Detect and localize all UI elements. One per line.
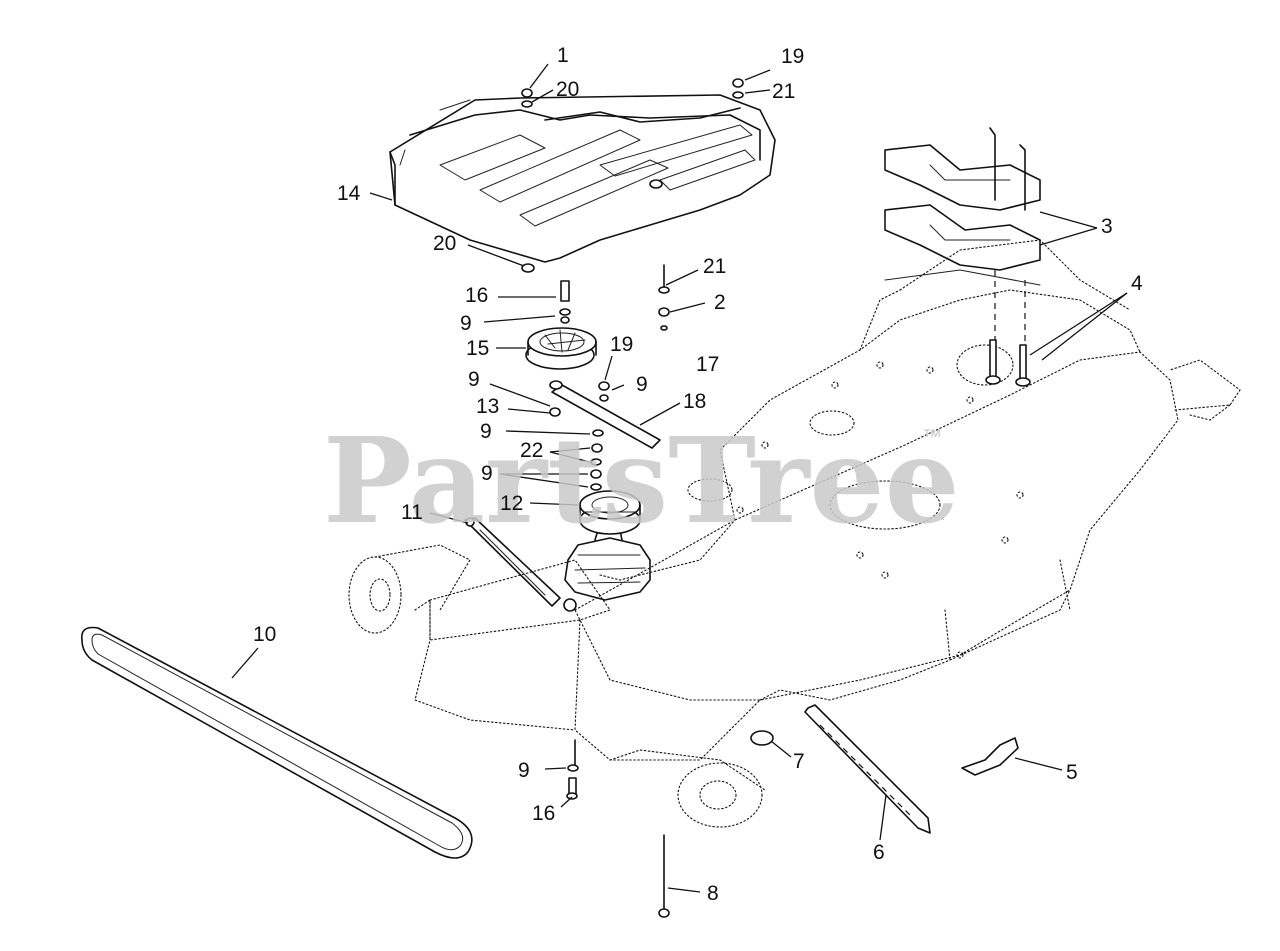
mower-deck xyxy=(348,239,1241,828)
leader-lines xyxy=(231,63,1128,893)
callout-16-top: 16 xyxy=(465,284,488,307)
partstree-watermark: PartsTree ™ xyxy=(323,411,960,550)
callout-21: 21 xyxy=(703,255,726,278)
watermark-trademark: ™ xyxy=(922,426,942,448)
callout-20-bottom: 20 xyxy=(433,232,456,255)
callout-16-bottom: 16 xyxy=(532,802,555,825)
pin-8 xyxy=(658,834,670,918)
callout-11: 11 xyxy=(401,501,423,524)
watermark-brand: PartsTree xyxy=(323,411,960,550)
callout-21-top: 21 xyxy=(772,80,795,103)
callout-6: 6 xyxy=(873,841,885,864)
rod-6 xyxy=(804,704,931,834)
callout-22: 22 xyxy=(520,439,543,462)
callout-15: 15 xyxy=(466,337,489,360)
bracket-5 xyxy=(961,737,1019,776)
bracket-plates-3 xyxy=(884,127,1041,365)
bolts-4 xyxy=(985,339,1031,387)
callout-9-a: 9 xyxy=(460,312,472,335)
callout-3: 3 xyxy=(1101,215,1113,238)
callout-13: 13 xyxy=(476,395,499,418)
washer-7 xyxy=(750,730,774,746)
callout-18: 18 xyxy=(683,390,706,413)
callout-9-b: 9 xyxy=(636,373,648,396)
drive-belt-10 xyxy=(81,626,473,859)
callout-19-top: 19 xyxy=(781,45,804,68)
idler-pulley-15 xyxy=(525,327,597,370)
idler-arm-18 xyxy=(549,380,661,491)
callout-20-top: 20 xyxy=(556,78,579,101)
callout-5: 5 xyxy=(1066,761,1078,784)
hardware-stack xyxy=(521,78,744,331)
callout-2: 2 xyxy=(714,291,726,314)
callout-9-c: 9 xyxy=(468,368,480,391)
callout-8: 8 xyxy=(707,882,719,905)
callout-9-f: 9 xyxy=(518,759,530,782)
callout-12: 12 xyxy=(500,492,523,515)
callout-9-e: 9 xyxy=(481,462,493,485)
deck-cover-14 xyxy=(389,94,776,273)
callout-10: 10 xyxy=(253,623,276,646)
bottom-hardware xyxy=(566,739,579,800)
callout-7: 7 xyxy=(793,750,805,773)
callout-17: 17 xyxy=(696,353,719,376)
spindle-pulley-12 xyxy=(579,490,641,535)
callout-9-d: 9 xyxy=(480,420,492,443)
callout-19: 19 xyxy=(610,333,633,356)
callout-labels: 1 20 19 21 14 20 3 4 21 2 16 9 15 19 17 … xyxy=(253,44,1143,905)
callout-4: 4 xyxy=(1131,272,1143,295)
callout-1: 1 xyxy=(557,44,569,67)
callout-14: 14 xyxy=(337,182,361,205)
